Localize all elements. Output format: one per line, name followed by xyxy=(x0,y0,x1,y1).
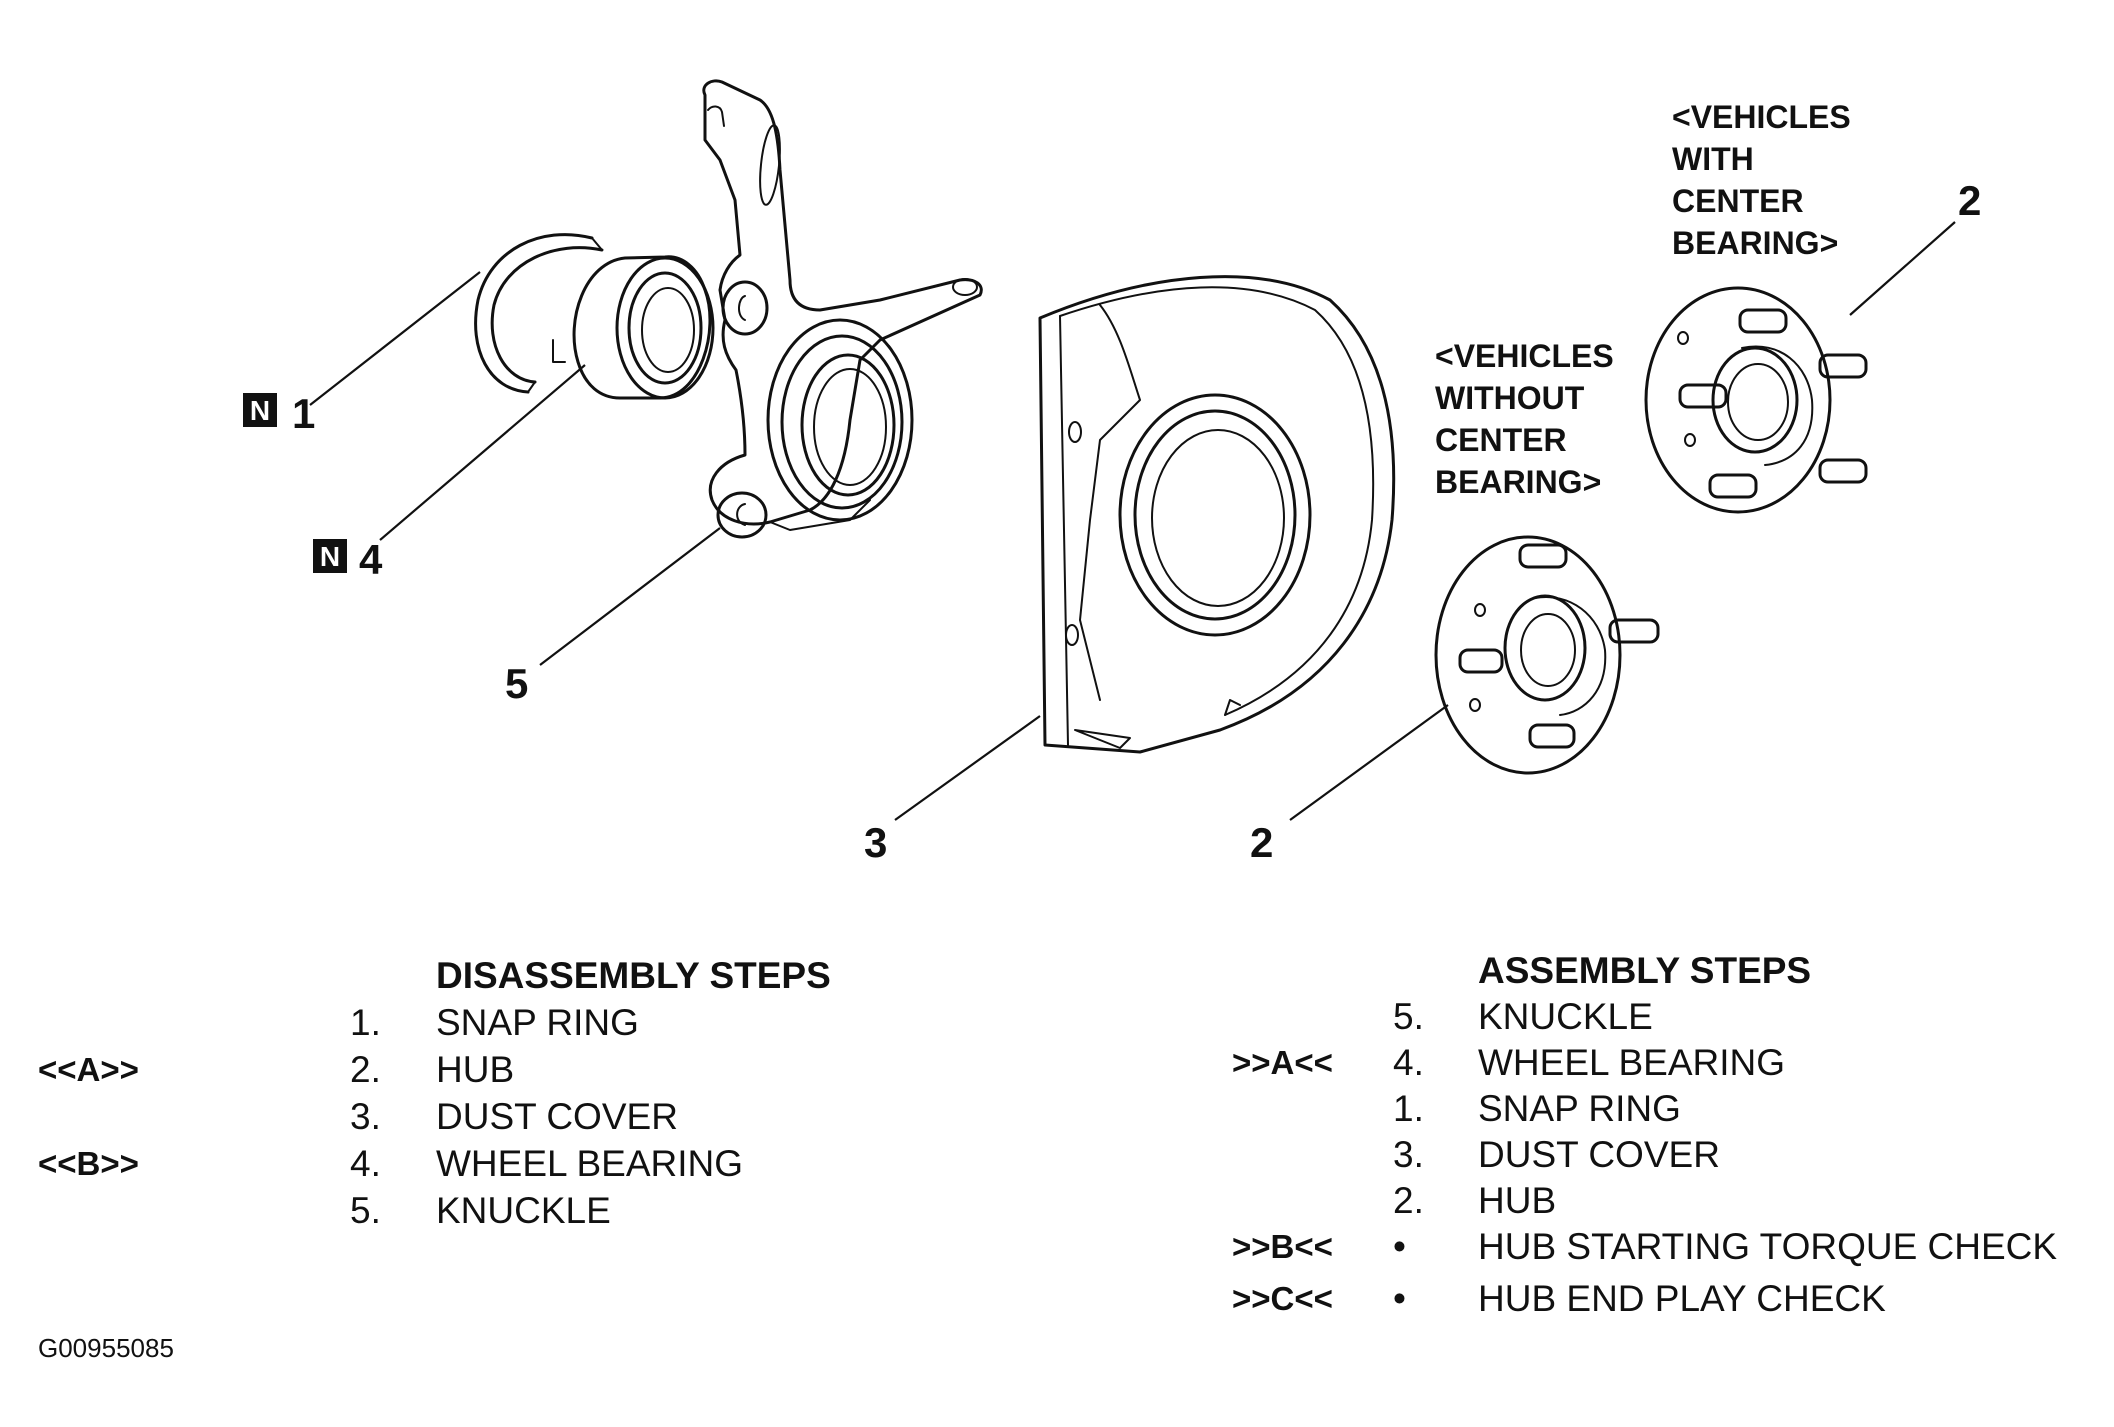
step-number: 4. xyxy=(350,1143,381,1184)
step-number: 3. xyxy=(350,1096,381,1137)
callout-dust-cover: 3 xyxy=(864,819,887,866)
label-vehicles-with-center-bearing: <VEHICLES WITH CENTER BEARING> xyxy=(1672,99,1851,261)
svg-text:N: N xyxy=(320,541,340,572)
step-bullet: • xyxy=(1393,1278,1406,1319)
leader-line-2-upper xyxy=(1849,221,1956,316)
step-name: SNAP RING xyxy=(436,1002,639,1043)
snap-ring-illustration xyxy=(474,233,604,394)
step-number: 2. xyxy=(350,1049,381,1090)
hub-with-center-bearing-illustration xyxy=(1644,286,1868,514)
leader-line-4 xyxy=(379,364,586,541)
knuckle-illustration xyxy=(702,79,983,539)
wheel-bearing-illustration xyxy=(572,255,715,400)
step-bullet: • xyxy=(1393,1226,1406,1267)
callout-snap-ring: 1 xyxy=(292,390,315,437)
svg-text:<VEHICLES: <VEHICLES xyxy=(1435,338,1614,374)
svg-text:CENTER: CENTER xyxy=(1672,183,1804,219)
step-number: 1. xyxy=(1393,1088,1424,1129)
step-name: WHEEL BEARING xyxy=(436,1143,744,1184)
leader-line-1 xyxy=(309,271,481,406)
svg-text:<VEHICLES: <VEHICLES xyxy=(1672,99,1851,135)
step-mark: <<A>> xyxy=(38,1051,139,1088)
label-vehicles-without-center-bearing: <VEHICLES WITHOUT CENTER BEARING> xyxy=(1435,338,1614,500)
step-name: DUST COVER xyxy=(436,1096,678,1137)
svg-text:N: N xyxy=(250,395,270,426)
disassembly-title: DISASSEMBLY STEPS xyxy=(436,955,831,996)
step-name: HUB xyxy=(1478,1180,1557,1221)
svg-text:WITHOUT: WITHOUT xyxy=(1435,380,1585,416)
leader-line-5 xyxy=(539,527,721,666)
dust-cover-illustration xyxy=(1038,275,1396,754)
step-name: KNUCKLE xyxy=(436,1190,611,1231)
step-name: KNUCKLE xyxy=(1478,996,1653,1037)
figure-code: G00955085 xyxy=(38,1333,174,1363)
new-part-marker-1: N xyxy=(243,393,277,427)
step-name: HUB END PLAY CHECK xyxy=(1478,1278,1886,1319)
step-number: 5. xyxy=(350,1190,381,1231)
step-name: WHEEL BEARING xyxy=(1478,1042,1786,1083)
step-number: 2. xyxy=(1393,1180,1424,1221)
step-mark: >>C<< xyxy=(1232,1280,1333,1317)
svg-text:WITH: WITH xyxy=(1672,141,1754,177)
step-mark: >>A<< xyxy=(1232,1044,1333,1081)
hub-without-center-bearing-illustration xyxy=(1434,535,1660,775)
step-number: 4. xyxy=(1393,1042,1424,1083)
callout-hub-with: 2 xyxy=(1958,177,1981,224)
leader-line-2-lower xyxy=(1289,704,1449,821)
svg-text:BEARING>: BEARING> xyxy=(1435,464,1601,500)
step-number: 5. xyxy=(1393,996,1424,1037)
step-mark: >>B<< xyxy=(1232,1228,1333,1265)
callout-hub-without: 2 xyxy=(1250,819,1273,866)
step-mark: <<B>> xyxy=(38,1145,139,1182)
step-number: 3. xyxy=(1393,1134,1424,1175)
assembly-title: ASSEMBLY STEPS xyxy=(1478,950,1812,991)
leader-line-3 xyxy=(894,715,1041,821)
step-name: HUB xyxy=(436,1049,515,1090)
step-name: DUST COVER xyxy=(1478,1134,1720,1175)
step-name: SNAP RING xyxy=(1478,1088,1681,1129)
svg-text:CENTER: CENTER xyxy=(1435,422,1567,458)
step-number: 1. xyxy=(350,1002,381,1043)
new-part-marker-4: N xyxy=(313,539,347,573)
callout-knuckle: 5 xyxy=(505,660,528,707)
step-name: HUB STARTING TORQUE CHECK xyxy=(1478,1226,2058,1267)
callout-wheel-bearing: 4 xyxy=(359,536,383,583)
svg-text:BEARING>: BEARING> xyxy=(1672,225,1838,261)
